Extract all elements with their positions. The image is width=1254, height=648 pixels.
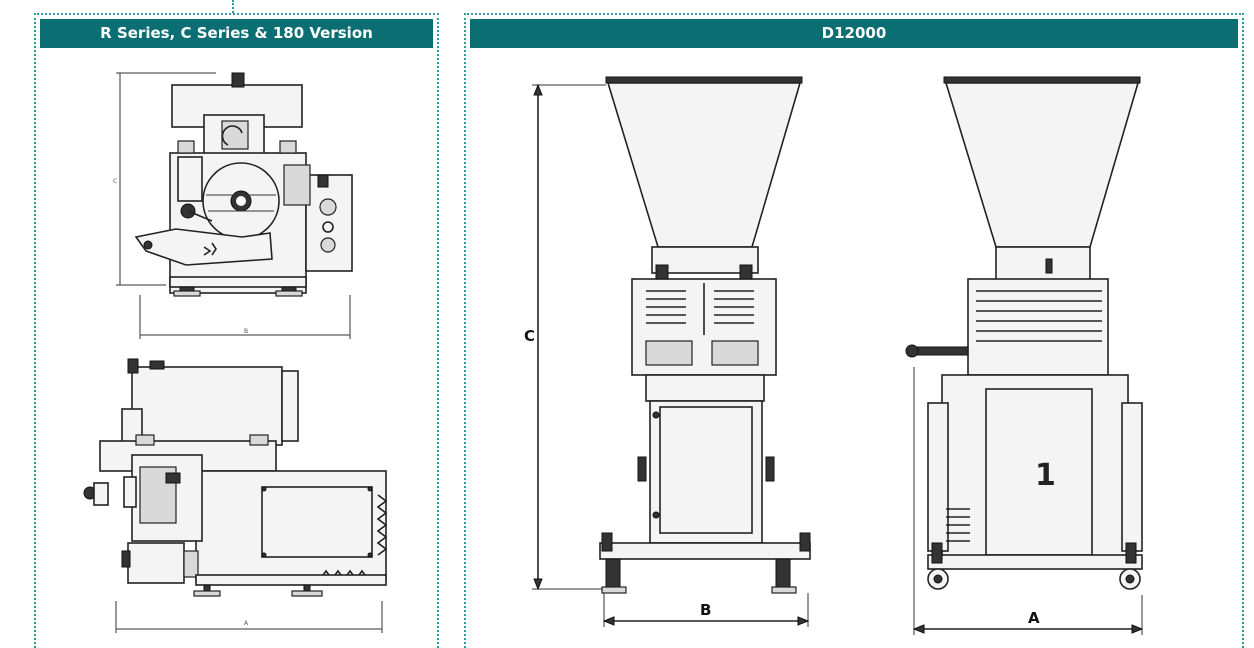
d12000-front-view-drawing: C B [524,76,811,627]
dimension-b-label: B [244,328,248,335]
dimension-a-label: A [1028,609,1040,627]
d12000-side-view-drawing: A 1 [905,76,1144,635]
panel-r-series: R Series, C Series & 180 Version C B [34,13,439,648]
dimension-c-label: C [113,178,117,185]
panel-title: R Series, C Series & 180 Version [40,19,433,48]
dimension-c-label: C [524,327,535,345]
dimension-a-label: A [244,620,249,627]
panel-mark: 1 [1035,458,1056,493]
r-series-front-view-drawing: C B [113,72,353,339]
connector-dotted-line [232,0,234,13]
r-series-side-view-drawing: A [83,358,388,633]
panel-d12000: D12000 C B [464,13,1244,648]
dimension-b-label: B [700,601,711,619]
panel-title: D12000 [470,19,1238,48]
